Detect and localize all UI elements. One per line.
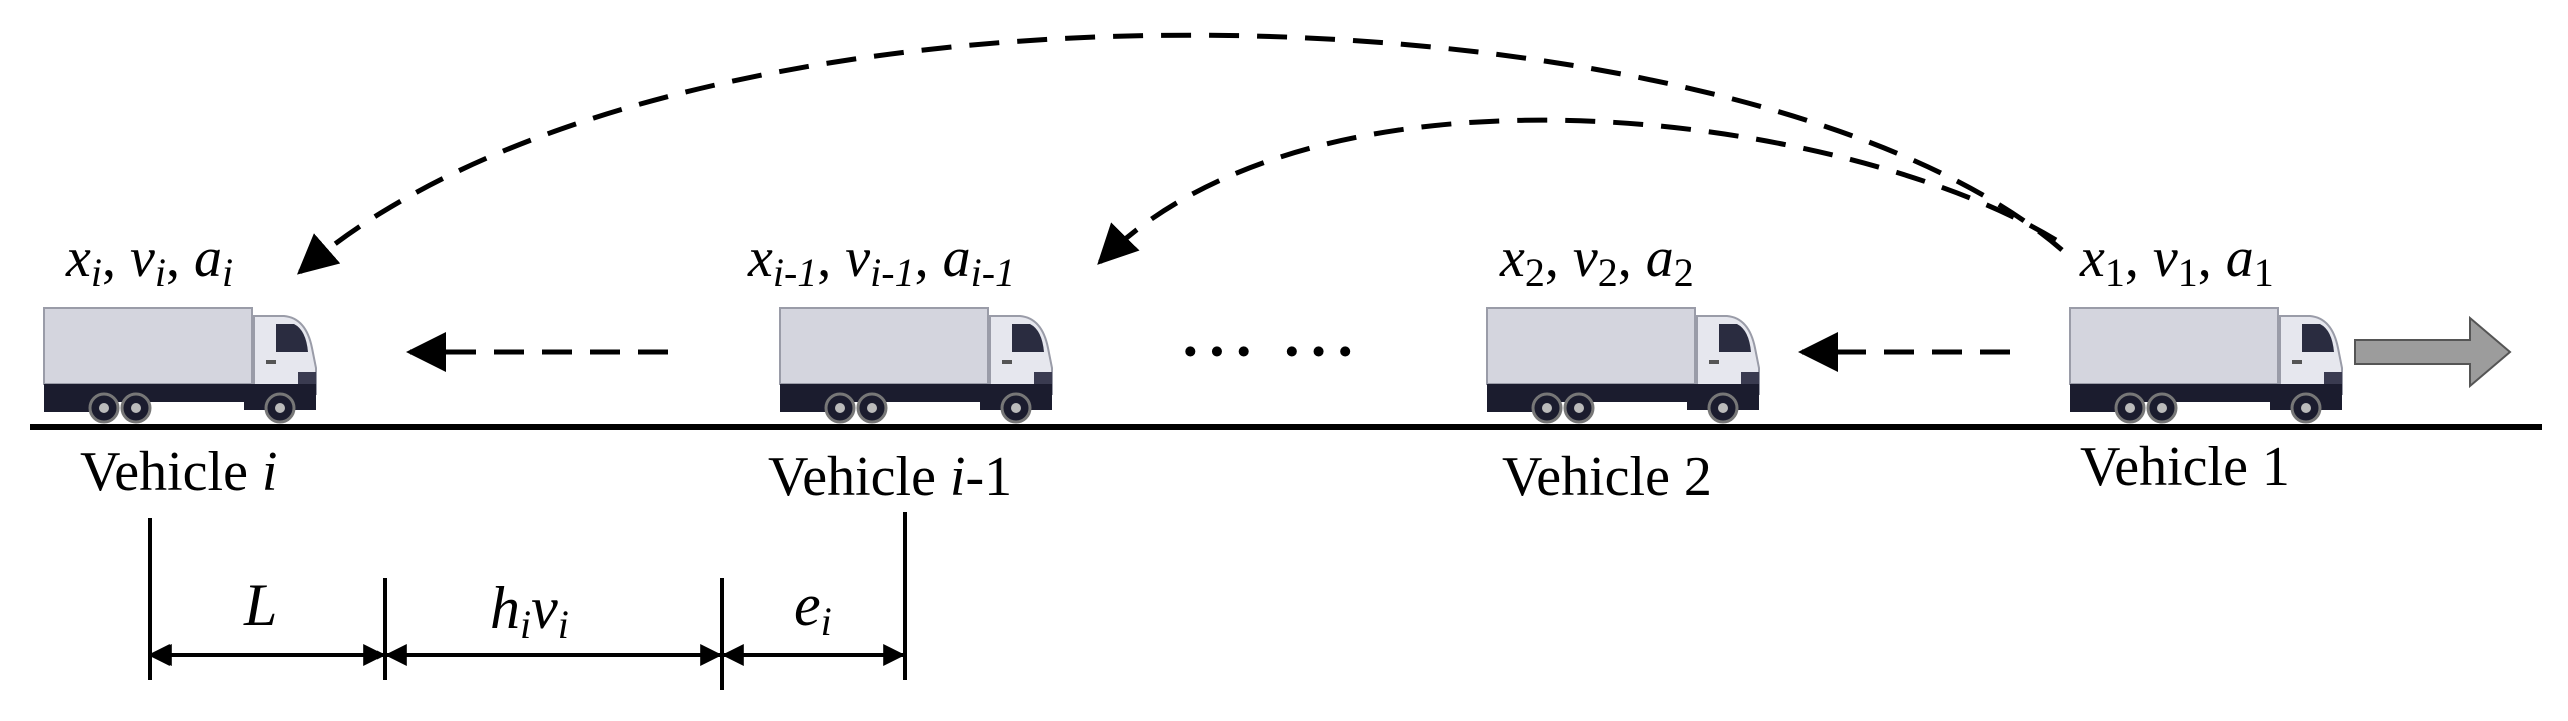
truck-icon [1485, 306, 1761, 424]
direction-arrow-icon [2354, 315, 2512, 389]
communication-arrow-icon [1097, 117, 2058, 265]
truck-icon [778, 306, 1054, 424]
vehicle-name-1: Vehicle 1 [2080, 436, 2290, 498]
state-label-vehicle-i-1: xi-1, vi-1, ai-1 [747, 227, 1015, 295]
communication-arrow-icon [296, 32, 2064, 275]
state-label-vehicle-2: x2, v2, a2 [1499, 227, 1694, 295]
label-error: ei [794, 572, 832, 644]
vehicle-name-i-1: Vehicle i-1 [768, 446, 1012, 508]
label-L: L [243, 572, 277, 638]
vehicle-name-2: Vehicle 2 [1502, 446, 1712, 508]
vehicle-name-i: Vehicle i [80, 441, 277, 503]
label-headway: hivi [490, 575, 569, 647]
ellipsis: ··· ··· [1180, 318, 1362, 386]
truck-icon [2068, 306, 2344, 424]
state-label-vehicle-i: xi, vi, ai [65, 227, 233, 295]
state-label-vehicle-1: x1, v1, a1 [2079, 227, 2274, 295]
truck-icon [42, 306, 318, 424]
